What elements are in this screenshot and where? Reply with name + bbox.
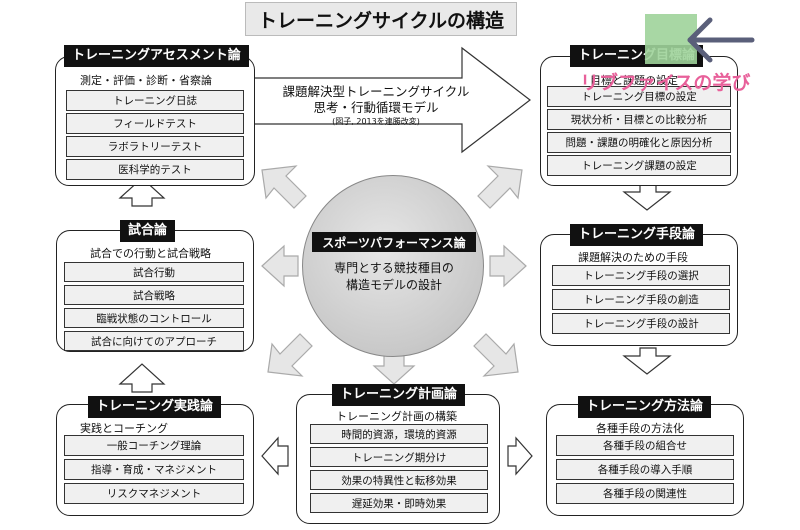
- panel-assessment-title: トレーニングアセスメント論: [64, 45, 249, 67]
- panel-method-title: トレーニング方法論: [578, 396, 712, 418]
- center-line2: 構造モデルの設計: [345, 278, 442, 292]
- match-item-2: 試合戦略: [64, 285, 244, 305]
- panel-plan-subtitle: トレーニング計画の構築: [336, 410, 457, 423]
- panel-practice-subtitle: 実践とコーチング: [80, 422, 168, 435]
- match-item-4: 試合に向けてのアプローチ: [64, 331, 244, 351]
- spoke-arrow-up-left: [261, 165, 307, 209]
- spoke-arrow-left: [261, 244, 299, 288]
- panel-practice-title: トレーニング実践論: [88, 396, 222, 418]
- match-item-1: 試合行動: [64, 262, 244, 282]
- arrow-method-to-plan: [507, 436, 533, 476]
- goal-item-1: トレーニング目標の設定: [547, 86, 731, 107]
- plan-item-2: トレーニング期分け: [310, 447, 488, 467]
- watermark-logo-icon: [645, 14, 755, 64]
- method-item-2: 各種手段の導入手順: [556, 459, 734, 480]
- big-arrow-text: 課題解決型トレーニングサイクル 思考・行動循環モデル (図子, 2013を連勝改…: [276, 84, 476, 128]
- plan-item-3: 効果の特異性と転移効果: [310, 470, 488, 490]
- arrow-practice-to-match: [118, 363, 166, 393]
- means-item-2: トレーニング手段の創造: [552, 289, 730, 310]
- spoke-arrow-down-right: [473, 333, 519, 377]
- goal-item-2: 現状分析・目標との比較分析: [547, 109, 731, 130]
- panel-match-title: 試合論: [120, 220, 176, 242]
- arrow-means-to-method: [622, 347, 672, 375]
- spoke-arrow-right: [489, 244, 527, 288]
- assessment-item-1: トレーニング日誌: [66, 90, 244, 111]
- big-arrow-line2: 思考・行動循環モデル: [313, 100, 439, 115]
- means-item-1: トレーニング手段の選択: [552, 265, 730, 286]
- panel-means-title: トレーニング手段論: [570, 224, 704, 246]
- center-title: スポーツパフォーマンス論: [312, 232, 476, 252]
- arrow-plan-to-practice: [261, 436, 289, 476]
- method-item-3: 各種手段の関連性: [556, 483, 734, 504]
- panel-assessment-subtitle: 測定・評価・診断・省察論: [80, 74, 212, 87]
- assessment-item-4: 医科学的テスト: [66, 159, 244, 180]
- practice-item-1: 一般コーチング理論: [64, 435, 244, 456]
- practice-item-3: リスクマネジメント: [64, 483, 244, 504]
- panel-match-subtitle: 試合での行動と試合戦略: [90, 247, 211, 260]
- goal-item-4: トレーニング課題の設定: [547, 155, 731, 176]
- spoke-arrow-up-right: [477, 165, 523, 209]
- assessment-item-2: フィールドテスト: [66, 113, 244, 134]
- plan-item-4: 遅延効果・即時効果: [310, 493, 488, 513]
- watermark-text: リブファイスの学び: [580, 72, 751, 94]
- plan-item-1: 時間的資源，環境的資源: [310, 424, 488, 444]
- practice-item-2: 指導・育成・マネジメント: [64, 459, 244, 480]
- match-item-3: 臨戦状態のコントロール: [64, 308, 244, 328]
- panel-plan-title: トレーニング計画論: [332, 384, 466, 406]
- center-line1: 専門とする競技種目の: [334, 261, 454, 275]
- spoke-arrow-down-left: [267, 333, 313, 377]
- page-title: トレーニングサイクルの構造: [245, 2, 517, 36]
- panel-goal-subtitle: 目標と課題の設定: [590, 74, 678, 87]
- spoke-arrow-down: [372, 351, 416, 385]
- big-arrow-line1: 課題解決型トレーニングサイクル: [282, 84, 470, 99]
- center-circle: [302, 175, 484, 357]
- big-cycle-arrow: [251, 46, 531, 154]
- assessment-item-3: ラボラトリーテスト: [66, 136, 244, 157]
- panel-means-subtitle: 課題解決のための手段: [578, 251, 688, 264]
- goal-item-3: 問題・課題の明確化と原因分析: [547, 132, 731, 153]
- arrow-goal-to-means: [622, 183, 672, 211]
- means-item-3: トレーニング手段の設計: [552, 313, 730, 334]
- center-text: 専門とする競技種目の 構造モデルの設計: [312, 260, 476, 294]
- panel-method-subtitle: 各種手段の方法化: [596, 422, 684, 435]
- method-item-1: 各種手段の組合せ: [556, 435, 734, 456]
- big-arrow-note: (図子, 2013を連勝改変): [332, 117, 420, 126]
